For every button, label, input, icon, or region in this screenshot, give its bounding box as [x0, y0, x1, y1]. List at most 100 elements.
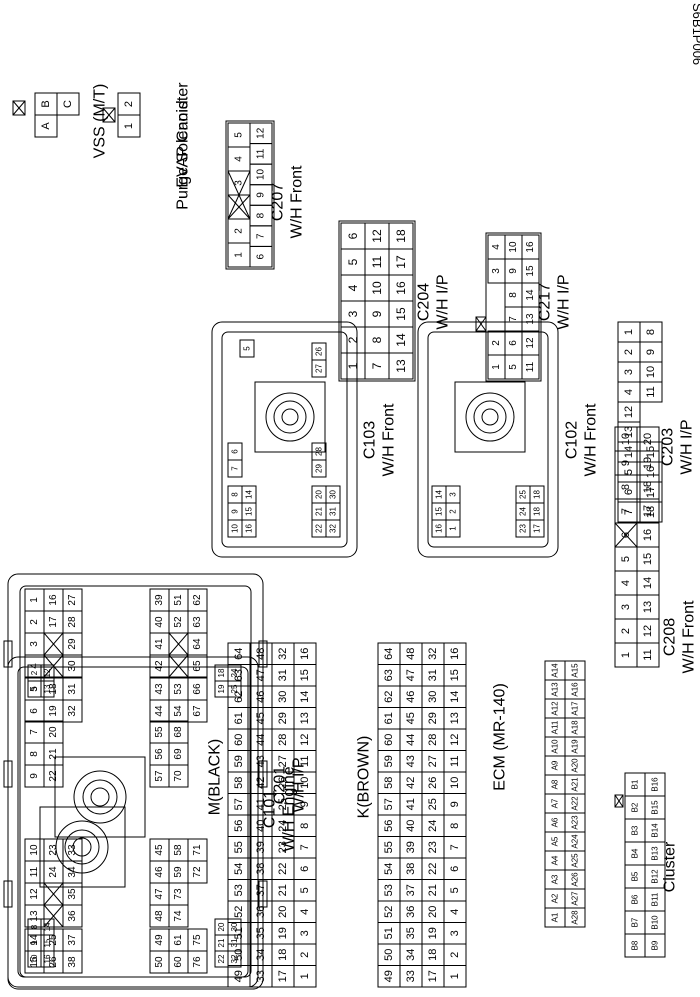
pin-label: A18: [571, 720, 580, 735]
pin-label: 9: [645, 349, 657, 355]
pin-label: 11: [299, 756, 311, 767]
pin-label: 10: [30, 954, 39, 963]
pin-label: 14: [299, 691, 311, 703]
pin-label: 57: [383, 798, 395, 810]
pin-label: 7: [508, 316, 519, 322]
pin-label: 21: [48, 748, 59, 760]
pin-cell: [117, 92, 141, 116]
pin-label: 31: [329, 507, 338, 516]
c204-subtitle: W/H I/P: [435, 274, 452, 329]
pin-label: 44: [154, 705, 165, 717]
pin-label: 14: [449, 691, 461, 703]
c102-housing: [417, 321, 559, 558]
circle: [90, 787, 110, 807]
pin-label: 35: [255, 927, 267, 939]
pin-label: A11: [551, 720, 560, 734]
pin-label: 25: [277, 798, 289, 810]
pin-label: 3: [623, 369, 635, 375]
pin-label: 28: [315, 447, 324, 456]
pin-label: 67: [192, 705, 203, 717]
circle: [72, 837, 92, 857]
c203-title: C203: [660, 428, 677, 466]
pin-label: 6: [346, 232, 360, 239]
pin-label: 23: [277, 841, 289, 853]
pin-label: 22: [427, 863, 439, 875]
pin-label: 26: [315, 347, 324, 356]
blank-cavity: [475, 316, 487, 332]
pin-label: 12: [449, 734, 461, 746]
pin-label: B12: [651, 869, 660, 884]
pin-label: 4: [491, 244, 502, 250]
pin-label: 54: [383, 863, 395, 875]
pin-label: 25: [519, 490, 528, 499]
blank-cavity: [102, 107, 116, 123]
pin-label: 8: [370, 336, 384, 343]
pin-label: 10: [620, 433, 632, 445]
tab: [258, 880, 268, 908]
pin-label: 15: [645, 446, 657, 458]
pin-label: 17: [642, 505, 654, 517]
pin-label: 19: [277, 927, 289, 939]
pin-label: A24: [571, 834, 580, 849]
pin-label: 16: [299, 648, 311, 660]
pin-label: 45: [255, 712, 267, 724]
pin-label: 68: [173, 726, 184, 738]
pin-label: B7: [631, 917, 640, 927]
pin-label: 15: [642, 553, 654, 565]
pin-label: 20: [277, 906, 289, 918]
pin-label: 1: [123, 123, 135, 129]
circle: [82, 779, 118, 815]
c201-title: C201: [272, 766, 289, 804]
pin-label: 17: [427, 970, 439, 982]
pin-label: 49: [383, 970, 395, 982]
pin-label: A17: [571, 701, 580, 716]
pin-label: 12: [370, 229, 384, 243]
pin-label: 19: [642, 457, 654, 469]
pin-label: 38: [405, 863, 417, 875]
pin-label: A25: [571, 853, 580, 868]
pin-label: B8: [631, 940, 640, 950]
pin-label: 60: [173, 956, 184, 968]
pin-label: 56: [154, 748, 165, 760]
pin-label: 13: [29, 910, 40, 922]
pin-label: 2: [491, 340, 502, 346]
pin-cell: [187, 838, 208, 862]
c101-title: C101: [262, 790, 279, 828]
c208-title: C208: [662, 618, 679, 656]
pin-label: 6: [623, 489, 635, 495]
pin-label: 1: [29, 597, 40, 603]
pin-label: 16: [525, 241, 536, 253]
pin-label: 64: [233, 648, 245, 660]
pin-cell: [639, 441, 663, 463]
pin-label: 29: [277, 712, 289, 724]
pin-cell: [62, 928, 83, 952]
pin-label: B16: [651, 777, 660, 792]
pin-label: 62: [233, 691, 245, 703]
pin-label: 7: [370, 362, 384, 369]
pin-label: 75: [192, 934, 203, 946]
pin-label: 38: [255, 863, 267, 875]
pin-label: 61: [383, 712, 395, 724]
pin-label: 38: [67, 956, 78, 968]
pin-label: 51: [173, 594, 184, 606]
pin-label: A10: [551, 739, 560, 754]
pin-label: A20: [571, 758, 580, 773]
pin-label: 36: [255, 906, 267, 918]
pin-label: 29: [427, 712, 439, 724]
pin-label: 2: [29, 619, 40, 625]
pin-label: 9: [370, 310, 384, 317]
pin-label: B11: [651, 892, 660, 906]
pin-label: 8: [620, 484, 632, 490]
pin-label: 55: [154, 726, 165, 738]
pin-cell: [239, 339, 255, 358]
pin-label: 7: [299, 844, 311, 850]
pin-label: 14: [43, 922, 52, 931]
pin-label: 10: [508, 241, 519, 253]
pin-cell: [241, 485, 257, 504]
circle: [265, 392, 315, 442]
pin-label: 13: [394, 359, 408, 373]
pin-label: 15: [245, 507, 254, 516]
